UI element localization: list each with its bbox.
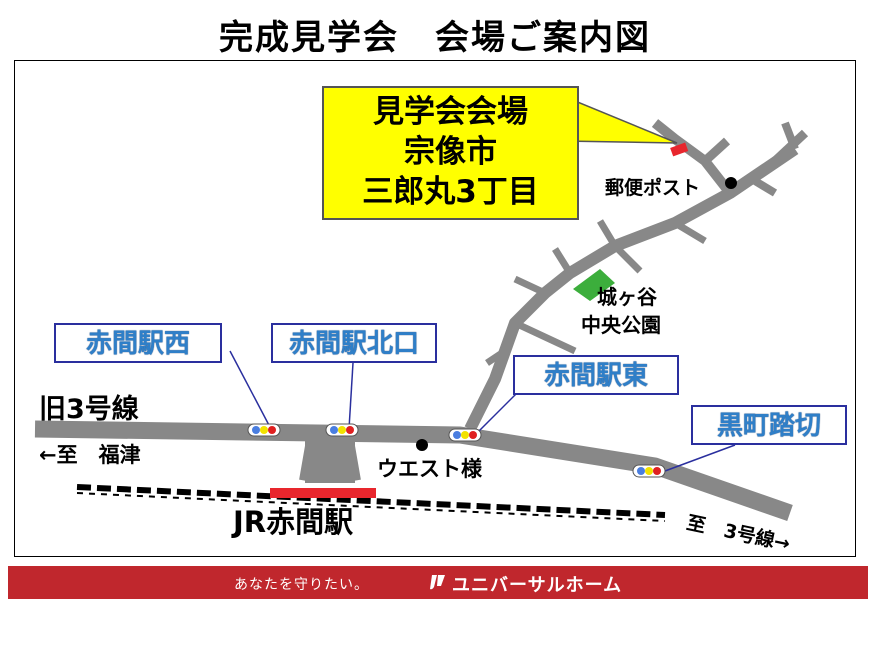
station-label-kuromachi: 黒町踏切 [691, 405, 847, 445]
jr-station-marker [270, 488, 376, 498]
venue-line2: 宗像市 [404, 134, 497, 170]
map-area: 見学会会場 宗像市 三郎丸3丁目 赤間駅西 赤間駅北口 赤間駅東 黒町踏切 郵便… [14, 60, 856, 557]
page-title: 完成見学会 会場ご案内図 [219, 18, 651, 58]
traffic-signal-east [448, 428, 482, 442]
station-label-akama-north: 赤間駅北口 [271, 323, 437, 363]
park-area [573, 269, 615, 301]
station-label-akama-west: 赤間駅西 [54, 323, 222, 363]
map-drawing [34, 94, 809, 522]
main-road [34, 420, 793, 522]
jr-station-label: JR赤間駅 [233, 505, 354, 539]
callout-pointer [562, 94, 678, 144]
station-label-akama-east: 赤間駅東 [513, 355, 679, 395]
venue-line1: 見学会会場 [373, 94, 528, 130]
west-sama-label: ウエスト様 [377, 457, 482, 481]
traffic-signal-north [325, 423, 359, 437]
post-dot [725, 177, 737, 189]
railway-track [76, 484, 666, 522]
brand-logo-icon [430, 575, 445, 590]
to-fukutsu-label: ←至 福津 [39, 443, 141, 467]
post-label: 郵便ポスト [605, 177, 701, 199]
traffic-signal-west [247, 423, 281, 437]
route-label: 旧3号線 [39, 394, 139, 425]
venue-callout: 見学会会場 宗像市 三郎丸3丁目 [322, 86, 579, 220]
traffic-signal-kuromachi [632, 464, 666, 478]
footer-banner: あなたを守りたい。 ユニバーサルホーム [8, 566, 868, 599]
venue-marker [670, 142, 689, 157]
park-label-line1: 城ヶ谷 [597, 285, 657, 309]
venue-line3: 三郎丸3丁目 [362, 174, 539, 210]
footer-tagline: あなたを守りたい。 [234, 577, 369, 593]
park-label-line2: 中央公園 [581, 313, 661, 337]
footer-brand: ユニバーサルホーム [452, 575, 623, 596]
west-sama-dot [416, 439, 428, 451]
